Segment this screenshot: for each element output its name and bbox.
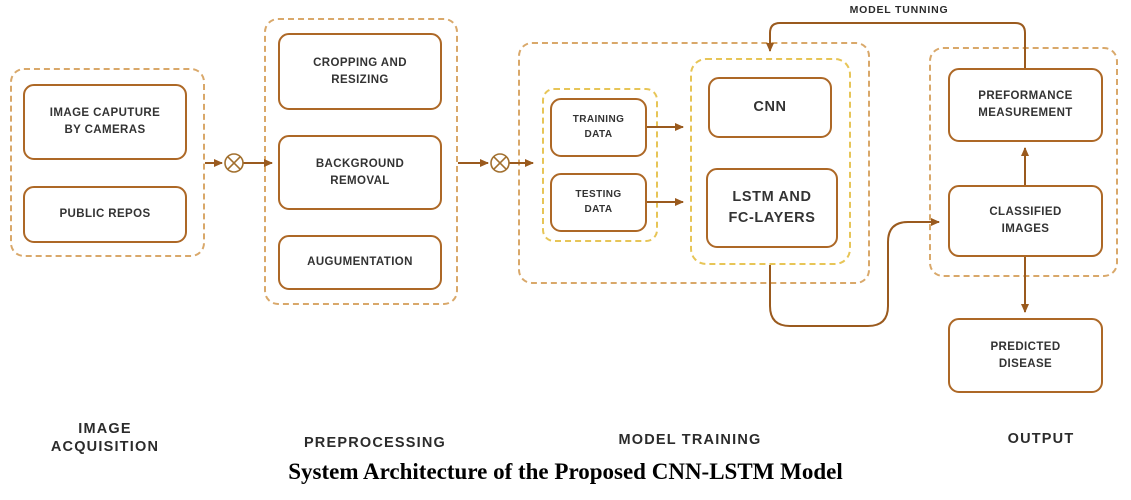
section-label-model-training: MODEL TRAINING xyxy=(618,432,762,448)
lstm-fc-label: LSTM AND FC-LAYERS xyxy=(728,188,816,226)
augmentation-node: AUGUMENTATION xyxy=(278,235,442,290)
cropping-resizing-node: CROPPING AND RESIZING xyxy=(278,33,442,110)
cnn-label: CNN xyxy=(753,98,787,115)
cropping-resizing-label: CROPPING AND RESIZING xyxy=(313,56,407,86)
classified-images-label: CLASSIFIED IMAGES xyxy=(989,206,1062,235)
lstm-fc-node: LSTM AND FC-LAYERS xyxy=(706,168,838,248)
background-removal-node: BACKGROUND REMOVAL xyxy=(278,135,442,210)
multiply-junction-icon xyxy=(490,153,510,173)
training-data-node: TRAINING DATA xyxy=(550,98,647,157)
multiply-junction-icon xyxy=(224,153,244,173)
predicted-disease-node: PREDICTED DISEASE xyxy=(948,318,1103,393)
performance-measurement-node: PREFORMANCE MEASUREMENT xyxy=(948,68,1103,142)
background-removal-label: BACKGROUND REMOVAL xyxy=(315,157,405,187)
section-label-preprocessing: PREPROCESSING xyxy=(303,435,447,451)
public-repos-label: PUBLIC REPOS xyxy=(59,208,151,221)
section-label-output: OUTPUT xyxy=(1007,431,1075,447)
diagram-caption: System Architecture of the Proposed CNN-… xyxy=(288,459,843,484)
image-acquisition-section xyxy=(10,68,205,257)
public-repos-node: PUBLIC REPOS xyxy=(23,186,187,243)
section-label-image-acquisition: IMAGE ACQUISITION xyxy=(50,421,160,456)
classified-images-node: CLASSIFIED IMAGES xyxy=(948,185,1103,257)
cnn-node: CNN xyxy=(708,77,832,138)
model-tuning-label: MODEL TUNNING xyxy=(849,4,949,16)
testing-data-label: TESTING DATA xyxy=(575,189,622,215)
data-split-group xyxy=(542,88,658,242)
image-capture-label: IMAGE CAPUTURE BY CAMERAS xyxy=(49,107,161,136)
augmentation-label: AUGUMENTATION xyxy=(307,256,413,269)
training-data-label: TRAINING DATA xyxy=(572,114,625,140)
testing-data-node: TESTING DATA xyxy=(550,173,647,232)
predicted-disease-label: PREDICTED DISEASE xyxy=(990,340,1061,370)
image-capture-node: IMAGE CAPUTURE BY CAMERAS xyxy=(23,84,187,160)
performance-measurement-label: PREFORMANCE MEASUREMENT xyxy=(978,90,1073,119)
